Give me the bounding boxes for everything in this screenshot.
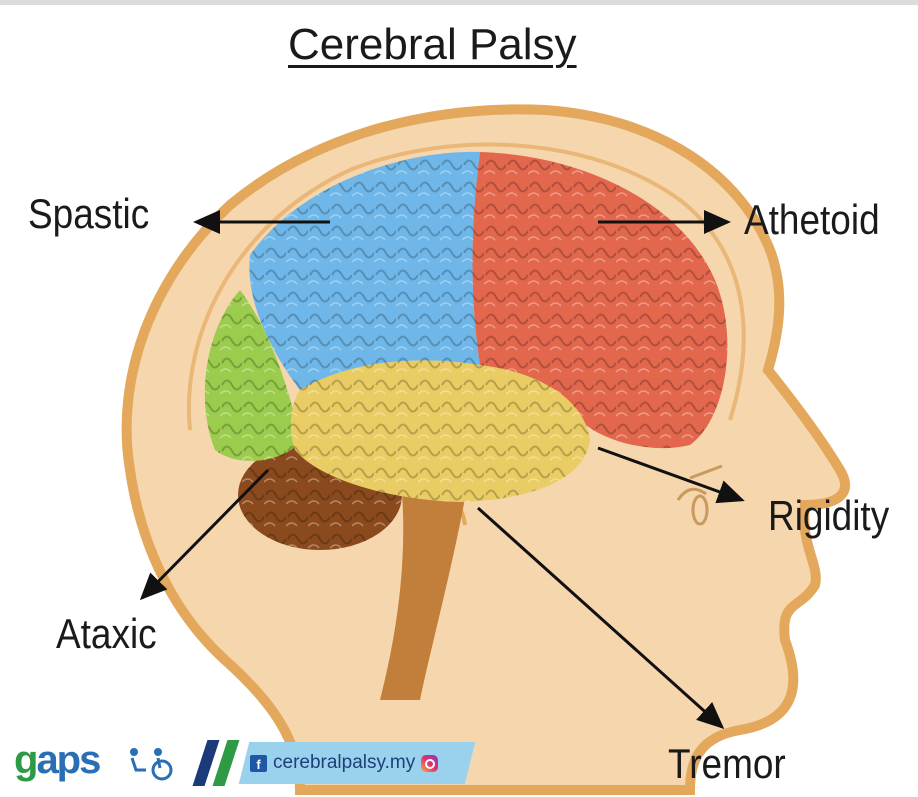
gaps-logo-g: g	[14, 738, 36, 782]
footer-branding: gaps f cerebralpalsy.my	[8, 736, 478, 790]
instagram-icon	[421, 755, 438, 772]
social-handle: f cerebralpalsy.my	[250, 752, 438, 774]
facebook-handle: cerebralpalsy.my	[273, 752, 415, 774]
wheelchair-icon	[126, 746, 184, 782]
label-ataxic: Ataxic	[56, 610, 157, 658]
gaps-logo: gaps	[14, 738, 99, 783]
label-athetoid: Athetoid	[744, 196, 880, 244]
label-spastic: Spastic	[28, 190, 149, 238]
facebook-icon: f	[250, 755, 267, 772]
label-tremor: Tremor	[668, 740, 786, 788]
page-title: Cerebral Palsy	[288, 20, 577, 70]
label-rigidity: Rigidity	[768, 492, 889, 540]
